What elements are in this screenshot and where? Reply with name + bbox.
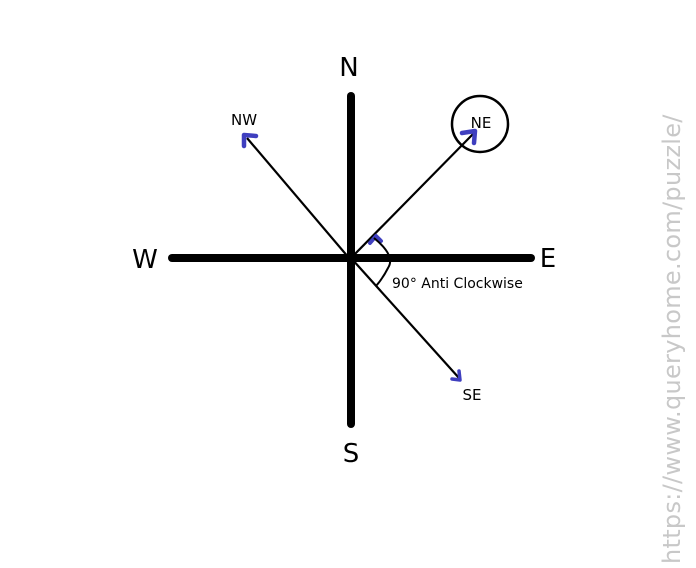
rotation-label: 90° Anti Clockwise <box>392 276 523 292</box>
watermark-url: https://www.queryhome.com/puzzle/ <box>658 114 686 564</box>
label-northwest: NW <box>231 111 257 129</box>
rotation-indicator-arrow <box>368 234 383 245</box>
northeast-arrowhead <box>459 128 478 146</box>
label-east: E <box>540 244 556 274</box>
label-west: W <box>132 245 158 275</box>
label-northeast: NE <box>471 114 492 132</box>
rotation-arc <box>373 237 392 287</box>
label-southeast: SE <box>463 386 482 404</box>
rotation-arrowhead <box>368 234 383 245</box>
northwest-arrow <box>241 132 350 259</box>
northwest-arrowhead <box>241 132 259 149</box>
southeast-arrow <box>350 257 462 382</box>
southeast-arrowhead <box>450 369 462 382</box>
northeast-arrow <box>350 128 478 259</box>
label-north: N <box>339 53 358 83</box>
northeast-highlight-circle <box>450 94 510 154</box>
label-south: S <box>343 439 360 469</box>
